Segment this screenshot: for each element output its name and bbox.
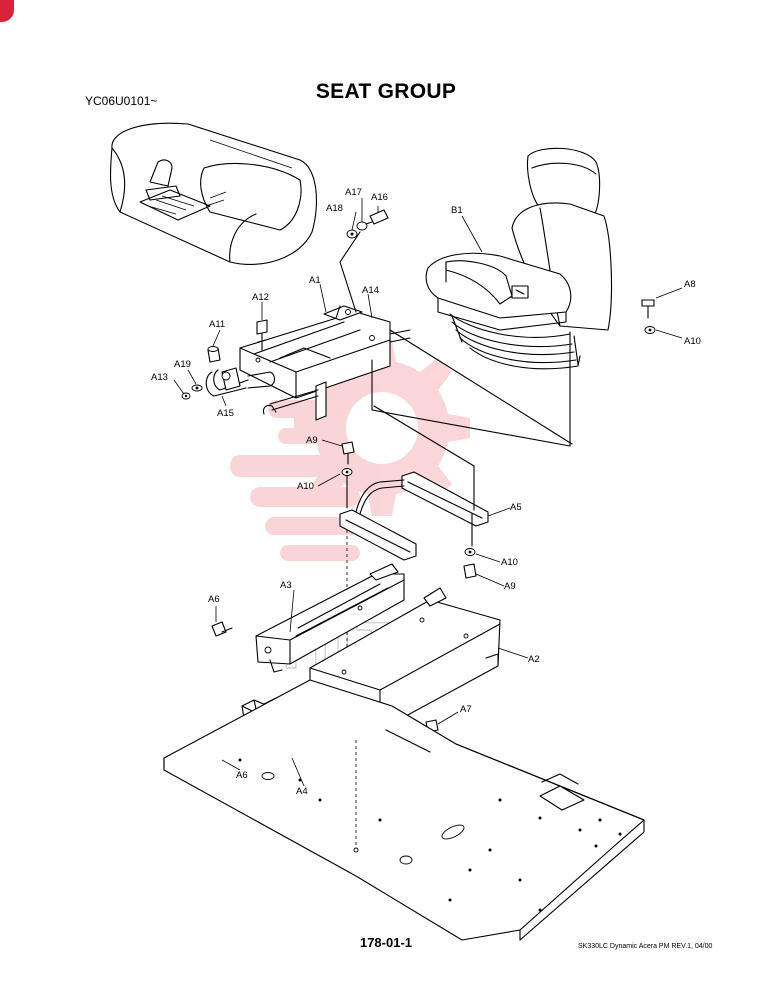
upper-frame-a1	[239, 231, 573, 447]
label-a1: A1	[309, 275, 321, 286]
label-a17: A17	[345, 187, 362, 198]
page-number: 178-01-1	[359, 935, 413, 950]
label-a10-lower: A10	[501, 557, 518, 568]
label-a13: A13	[151, 372, 168, 383]
model-revision-note: SK330LC Dynamic Acera PM REV.1, 04/00	[578, 943, 713, 950]
label-a6-lower: A6	[236, 770, 248, 781]
location-inset	[109, 122, 317, 265]
label-a18: A18	[326, 203, 343, 214]
slide-rails-a5	[339, 405, 489, 561]
label-a7: A7	[460, 704, 472, 715]
label-a9-lower: A9	[504, 581, 516, 592]
label-a10-right: A10	[684, 336, 701, 347]
lever-handle-a15	[205, 367, 276, 397]
label-a8: A8	[684, 279, 696, 290]
label-a5: A5	[510, 502, 522, 513]
label-a15: A15	[217, 408, 234, 419]
page-title: SEAT GROUP	[315, 80, 457, 103]
corner-tab	[0, 0, 14, 22]
label-b1: B1	[451, 205, 463, 216]
side-rail-a3	[255, 563, 405, 673]
serial-range: YC06U0101~	[85, 94, 158, 108]
hardware-small-parts	[181, 209, 656, 400]
label-a4: A4	[296, 786, 308, 797]
label-a16: A16	[371, 192, 388, 203]
label-a6-upper: A6	[208, 594, 220, 605]
label-a10-mid: A10	[297, 481, 314, 492]
label-a14: A14	[362, 285, 379, 296]
label-a12: A12	[252, 292, 269, 303]
label-a9-upper: A9	[306, 435, 318, 446]
hardware-a9-a10	[341, 441, 477, 650]
floor-plate	[163, 679, 645, 941]
operator-seat	[425, 147, 613, 370]
label-a2: A2	[528, 654, 540, 665]
label-a19: A19	[174, 359, 191, 370]
part-labels: B1 A1 A14 A12 A11 A19 A13 A15 A18 A17 A1…	[151, 187, 701, 797]
label-a11: A11	[209, 319, 225, 330]
leader-lines	[173, 198, 683, 787]
label-a3: A3	[280, 580, 292, 591]
